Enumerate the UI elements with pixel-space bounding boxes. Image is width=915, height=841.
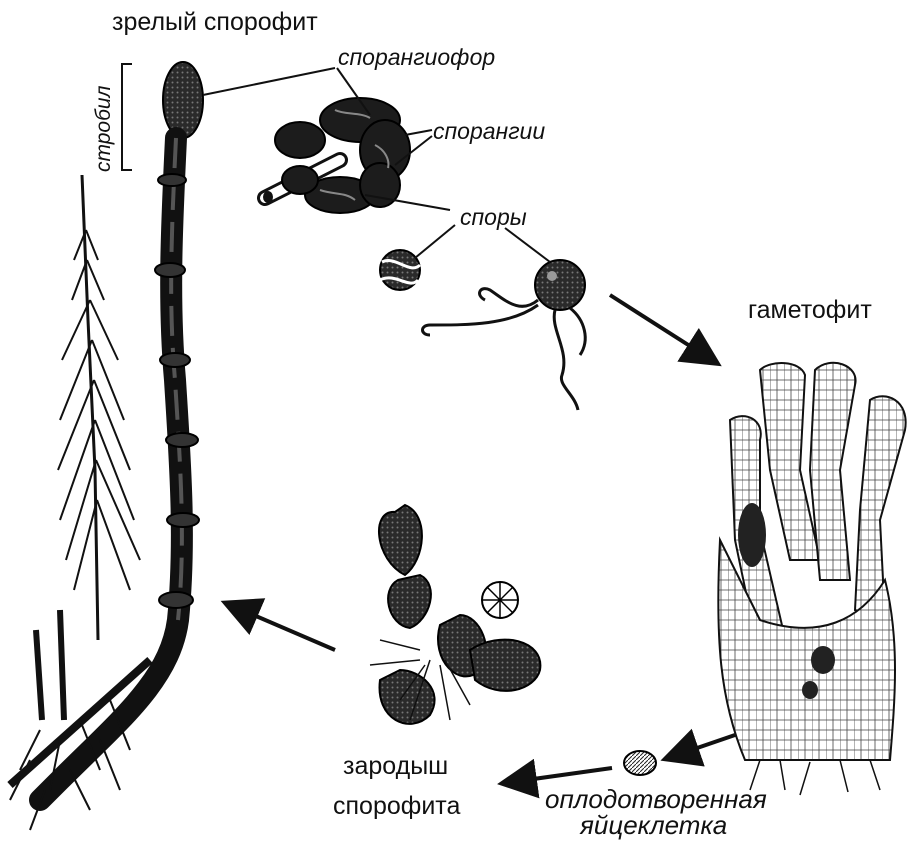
strobilus-cone bbox=[163, 62, 203, 138]
label-mature-sporophyte: зрелый спорофит bbox=[112, 8, 318, 37]
gametophyte-drawing bbox=[718, 363, 905, 795]
label-sporangia: спорангии bbox=[433, 118, 545, 145]
label-gametophyte: гаметофит bbox=[748, 296, 872, 325]
arrow-gametophyte-to-egg bbox=[668, 735, 735, 758]
label-embryo-line2: спорофита bbox=[333, 792, 460, 821]
label-sporangiophore: спорангиофор bbox=[338, 44, 495, 71]
label-embryo-line1: зародыш bbox=[343, 752, 448, 781]
strobilus-bracket bbox=[122, 64, 132, 170]
label-strobilus: стробил bbox=[92, 86, 116, 172]
embryo-sporophyte-drawing bbox=[370, 505, 540, 724]
label-spores: споры bbox=[460, 204, 527, 231]
arrow-embryo-to-sporophyte bbox=[228, 604, 335, 650]
label-fertilized-egg-line2: яйцеклетка bbox=[580, 810, 727, 841]
fertilized-egg-drawing bbox=[624, 751, 656, 775]
arrow-spores-to-gametophyte bbox=[610, 295, 715, 362]
cycle-arrows bbox=[228, 295, 735, 783]
spores-drawing bbox=[380, 225, 585, 410]
arrow-egg-to-embryo bbox=[505, 768, 612, 783]
sterile-shoot bbox=[58, 175, 140, 640]
sporangiophore-drawing bbox=[263, 68, 450, 213]
